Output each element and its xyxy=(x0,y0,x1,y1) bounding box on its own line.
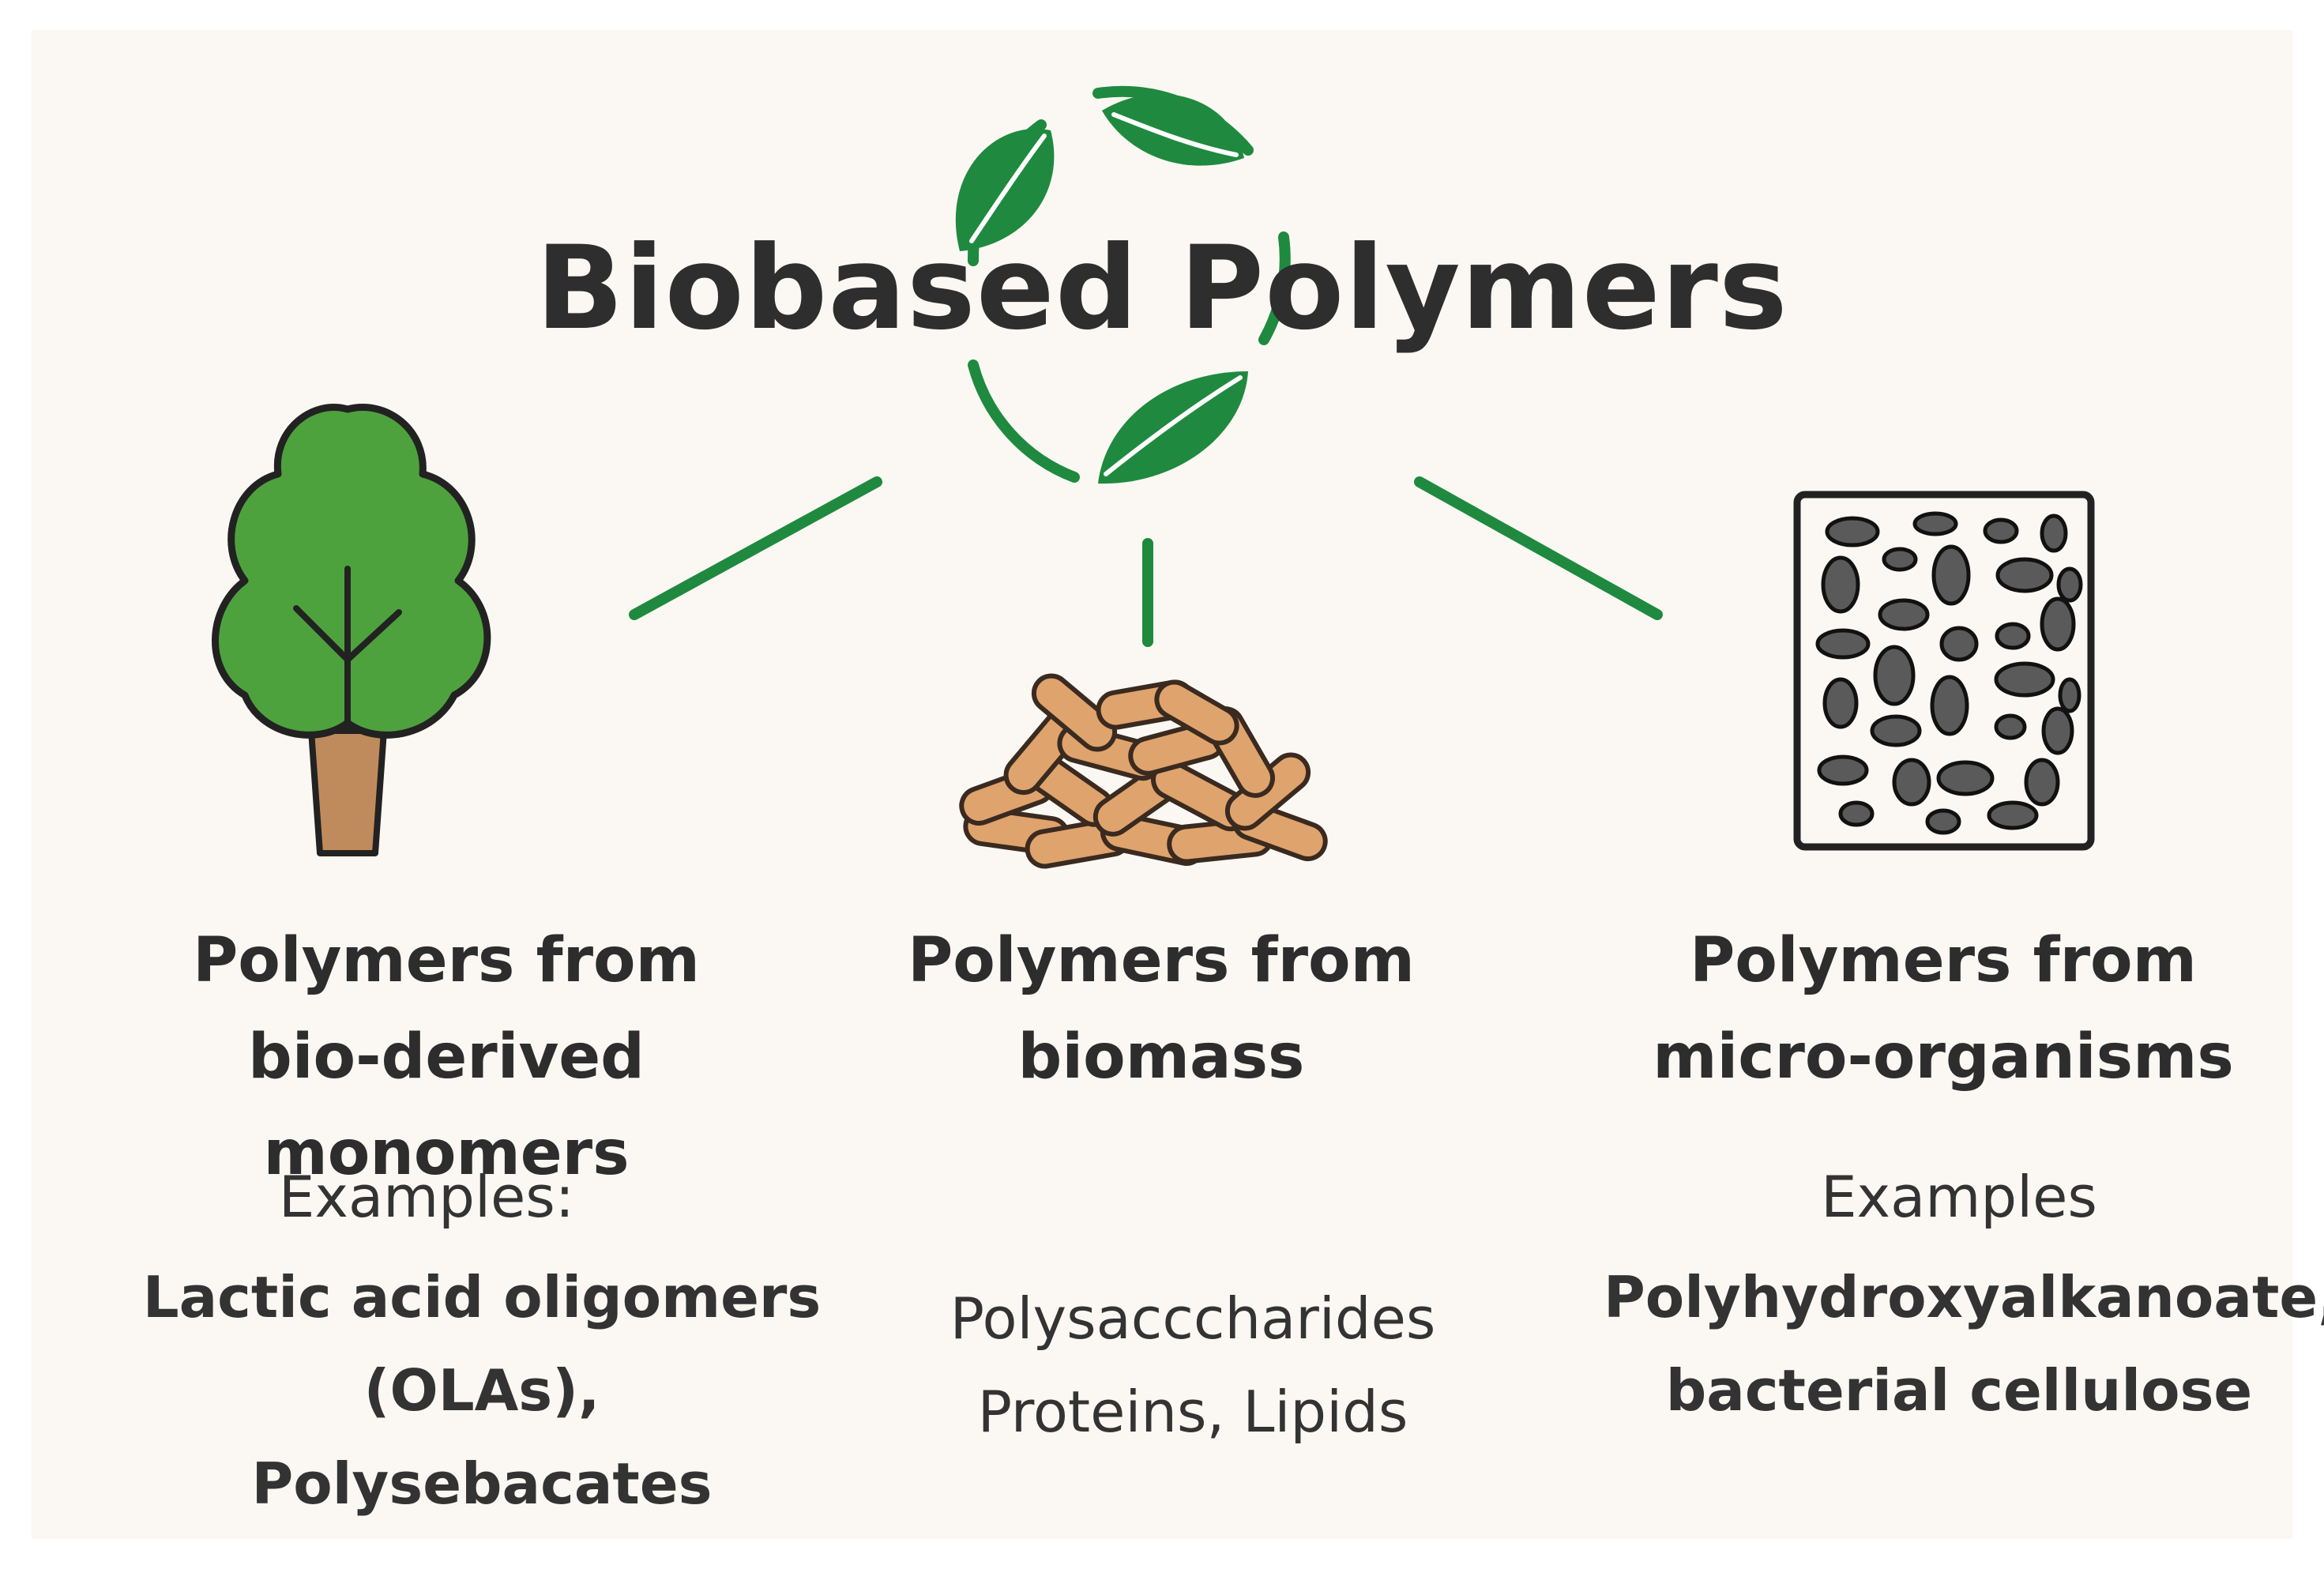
heading-line-1: Polymers from xyxy=(908,925,1415,996)
microorganism-cells-icon xyxy=(1793,491,2095,851)
examples-label-micro-organisms: Examples xyxy=(1821,1164,2097,1230)
examples-line-2: bacterial cellulose xyxy=(1665,1357,2253,1424)
heading-line-2: biomass xyxy=(1017,1022,1305,1093)
heading-line-1: Polymers from xyxy=(1690,925,2197,996)
examples-line-2: (OLAs), Polysebacates xyxy=(251,1357,713,1517)
examples-text-biomass: Polysacccharides Proteins, Lipids xyxy=(837,1272,1548,1458)
examples-label-bio-derived: Examples: xyxy=(278,1164,575,1230)
biomass-pellets-icon xyxy=(959,673,1328,869)
examples-text-micro-organisms: Polyhydroxyalkanoate, bacterial cellulos… xyxy=(1604,1251,2324,1437)
category-heading-bio-derived: Polymers from bio-derived monomers xyxy=(91,912,802,1202)
examples-text-bio-derived: Lactic acid oligomers (OLAs), Polysebaca… xyxy=(126,1251,837,1530)
examples-line-2: Proteins, Lipids xyxy=(977,1379,1408,1445)
examples-line-1: Lactic acid oligomers xyxy=(142,1264,822,1330)
connector-left xyxy=(629,476,882,620)
category-heading-micro-organisms: Polymers from micro-organisms xyxy=(1588,912,2299,1105)
examples-line-1: Polysacccharides xyxy=(950,1285,1436,1352)
examples-line-1: Polyhydroxyalkanoate, xyxy=(1604,1264,2324,1330)
tree-icon xyxy=(212,404,491,856)
heading-line-2: micro-organisms xyxy=(1653,1022,2234,1093)
page-title: Biobased Polymers xyxy=(536,221,1788,356)
category-heading-biomass: Polymers from biomass xyxy=(806,912,1517,1105)
heading-line-1: Polymers from xyxy=(193,925,700,996)
connector-right xyxy=(1414,476,1663,620)
connector-lines xyxy=(629,476,1663,647)
heading-line-2: bio-derived monomers xyxy=(247,1022,645,1189)
leaf-veins xyxy=(969,112,1243,476)
